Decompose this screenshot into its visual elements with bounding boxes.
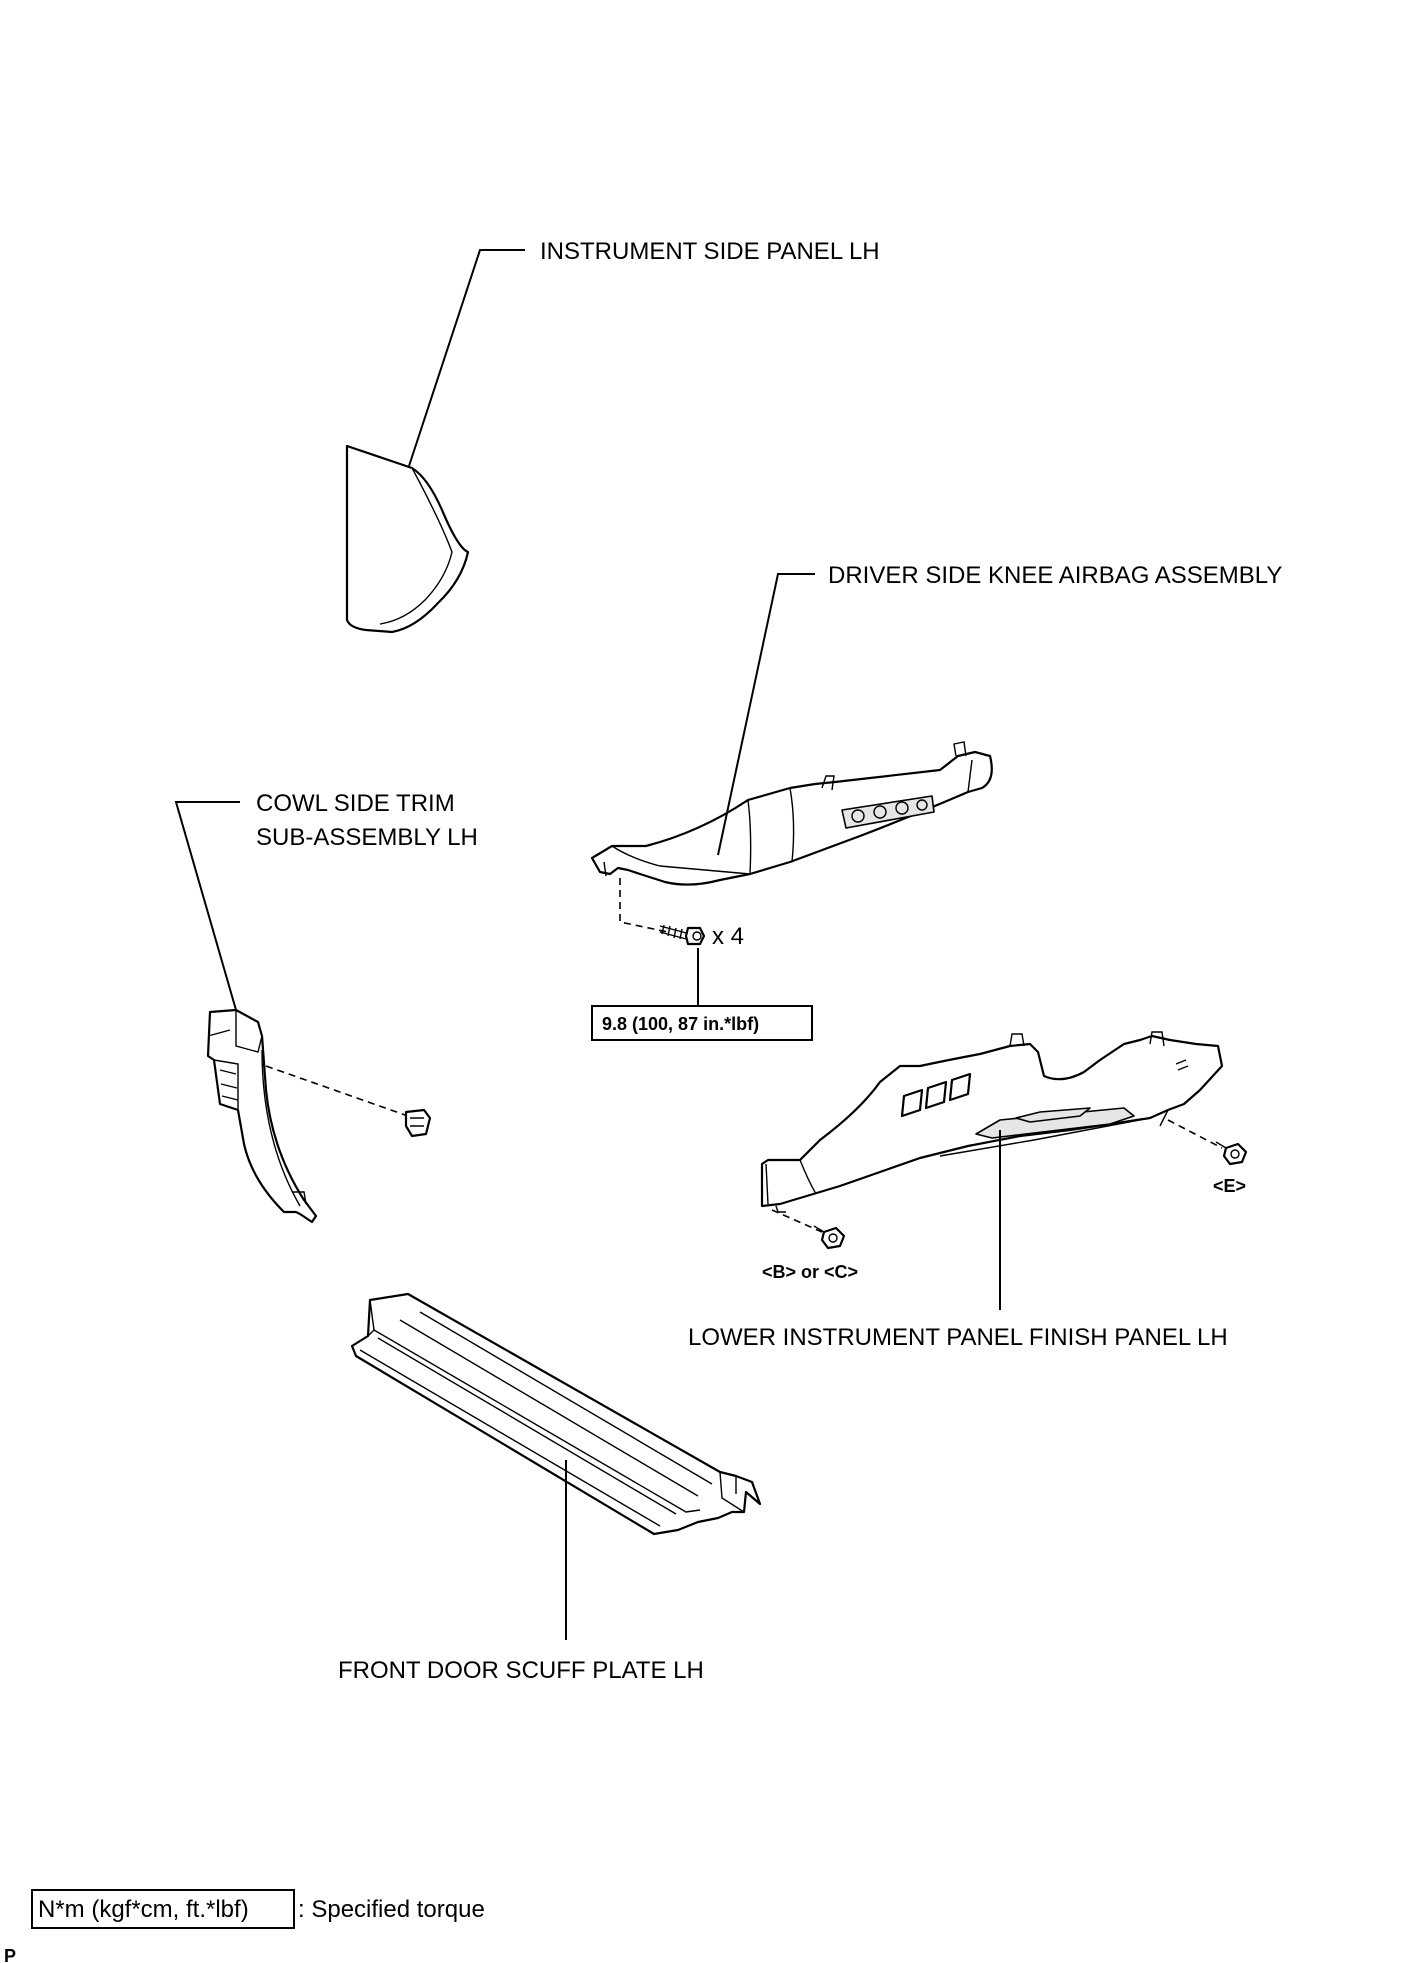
- legend-box: [31, 1889, 295, 1929]
- lower-finish-panel-callout: LOWER INSTRUMENT PANEL FINISH PANEL LH: [688, 1130, 1228, 1351]
- bolt-quantity: x 4: [712, 923, 744, 950]
- knee-airbag-callout: DRIVER SIDE KNEE AIRBAG ASSEMBLY: [717, 562, 1282, 856]
- screw-code-b-or-c: <B> or <C>: [762, 1262, 858, 1282]
- knee-airbag-part: [590, 741, 993, 886]
- cowl-side-trim-label-line1: COWL SIDE TRIM: [256, 790, 455, 817]
- knee-airbag-bolts: x 4 9.8 (100, 87 in.*lbf): [591, 878, 813, 1041]
- finish-panel-screw-e: <E>: [1167, 1119, 1248, 1196]
- knee-airbag-label: DRIVER SIDE KNEE AIRBAG ASSEMBLY: [828, 562, 1282, 589]
- instrument-side-panel-label: INSTRUMENT SIDE PANEL LH: [540, 238, 880, 265]
- legend-description: : Specified torque: [298, 1896, 485, 1923]
- cowl-side-trim-label-line2: SUB-ASSEMBLY LH: [256, 824, 478, 851]
- screw-icon: [813, 1225, 846, 1250]
- clip-icon: [404, 1108, 432, 1138]
- scuff-plate-part: [350, 1292, 762, 1536]
- torque-box: [591, 1005, 813, 1041]
- lower-finish-panel-part: [760, 1031, 1224, 1213]
- screw-code-e: <E>: [1213, 1176, 1246, 1196]
- cowl-side-trim-callout: COWL SIDE TRIM SUB-ASSEMBLY LH: [174, 790, 478, 1011]
- bolt-icon: [659, 924, 706, 946]
- instrument-side-panel-callout: INSTRUMENT SIDE PANEL LH: [408, 238, 880, 467]
- cowl-clip: [265, 1065, 432, 1138]
- cowl-side-trim-part: [206, 1008, 318, 1224]
- scuff-plate-callout: FRONT DOOR SCUFF PLATE LH: [338, 1460, 704, 1684]
- instrument-side-panel-part: [345, 444, 470, 634]
- page-code: P: [4, 1946, 16, 1963]
- screw-icon: [1215, 1141, 1248, 1166]
- finish-panel-screw-bc: <B> or <C>: [762, 1209, 858, 1282]
- lower-finish-panel-label: LOWER INSTRUMENT PANEL FINISH PANEL LH: [688, 1324, 1228, 1351]
- torque-legend: N*m (kgf*cm, ft.*lbf) : Specified torque: [31, 1889, 485, 1929]
- legend-units: N*m (kgf*cm, ft.*lbf): [38, 1896, 249, 1923]
- torque-value: 9.8 (100, 87 in.*lbf): [602, 1014, 759, 1034]
- scuff-plate-label: FRONT DOOR SCUFF PLATE LH: [338, 1657, 704, 1684]
